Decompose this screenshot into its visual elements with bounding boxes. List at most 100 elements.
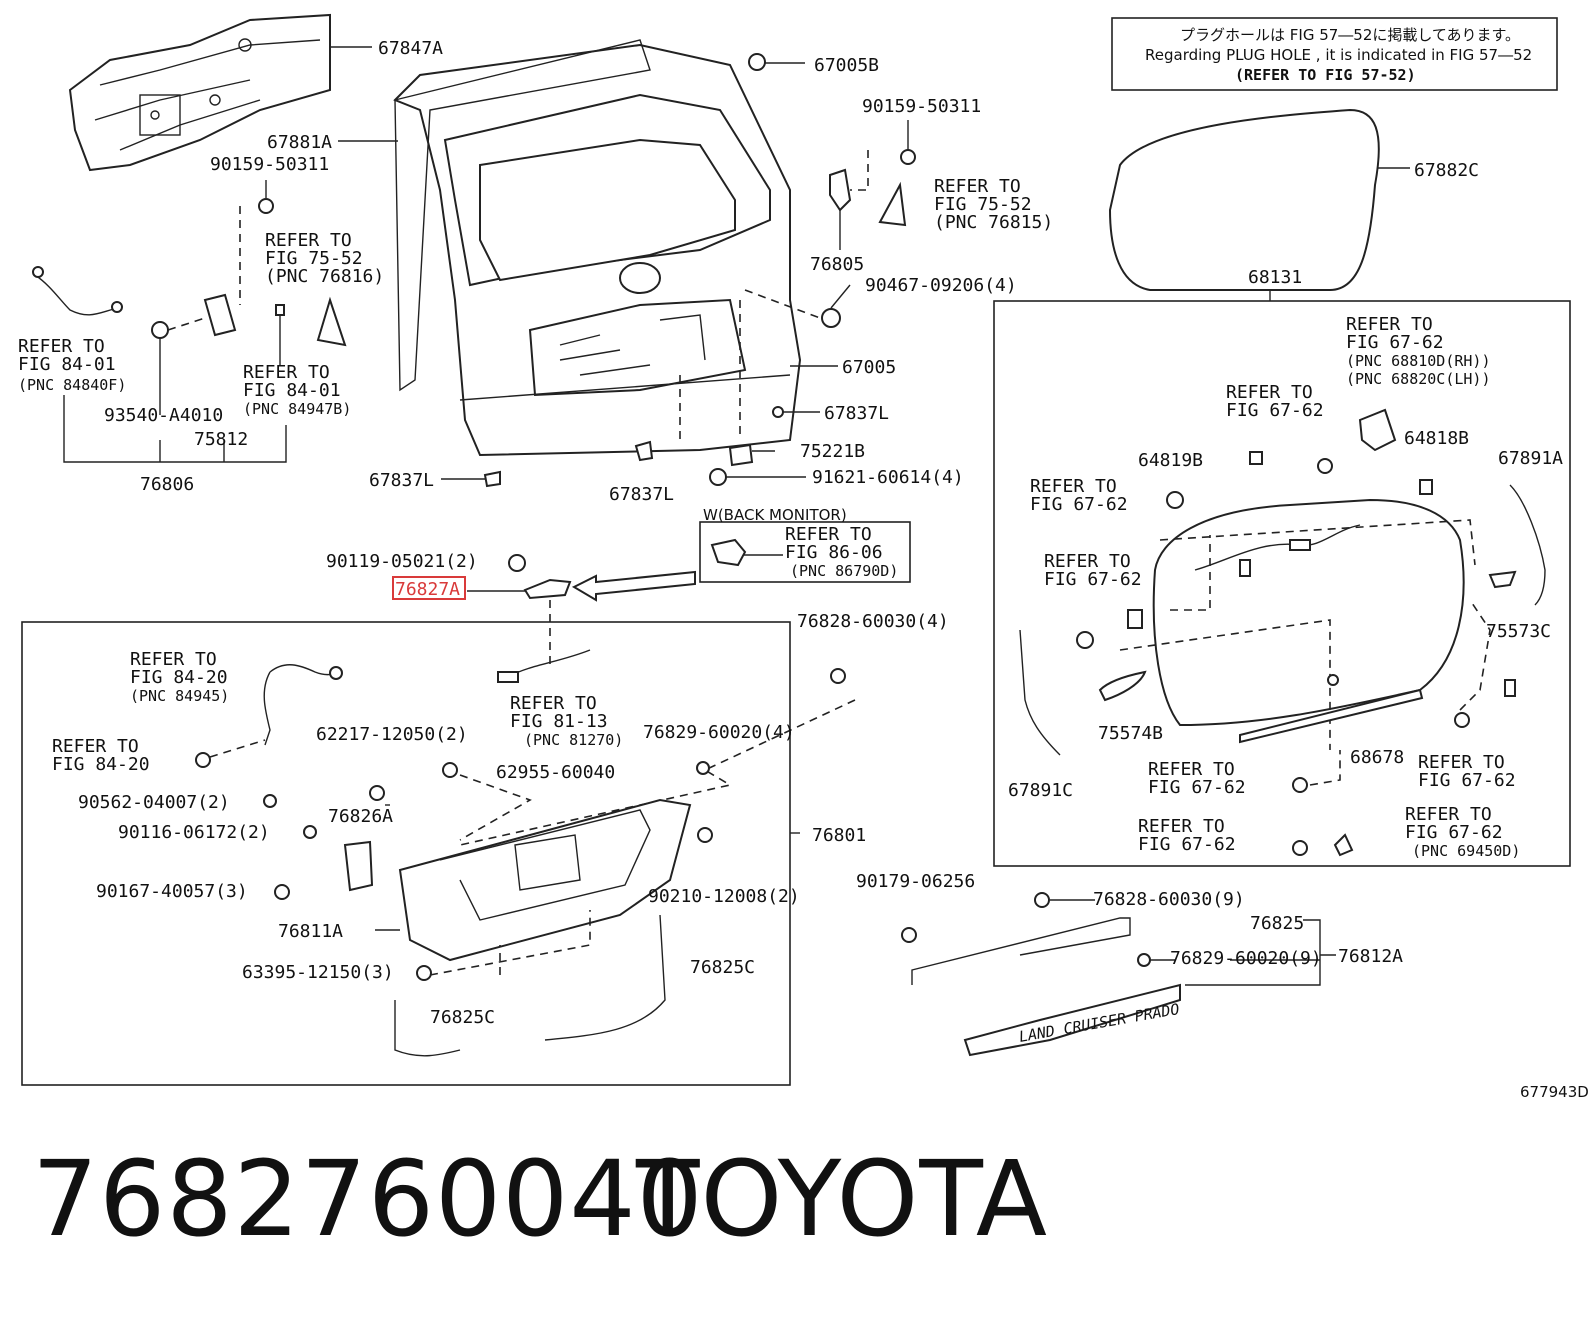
insulator-67847A-shape (68, 13, 331, 172)
label-67837L-a: 67837L (824, 403, 889, 424)
label-62217: 62217-12050(2) (316, 724, 468, 745)
label-76801: 76801 (812, 825, 866, 846)
plug-hole-note: プラグホールは FIG 57―52に掲載してあります。 Regarding PL… (1111, 17, 1558, 91)
ref-67-62-e-line2: FIG 67-62 (1148, 777, 1246, 798)
label-67891C: 67891C (1008, 780, 1073, 801)
ref-67-62-g-line1: REFER TO (1138, 816, 1225, 837)
ref-84-01-b-line1: REFER TO (243, 362, 330, 383)
label-67882C: 67882C (1414, 160, 1479, 181)
note-jp: プラグホールは FIG 57―52に掲載してあります。 (1180, 26, 1520, 44)
label-75221B: 75221B (800, 441, 865, 462)
emblem-plate-shape (963, 983, 1181, 1057)
hinge-64818B-shape (1358, 408, 1397, 452)
label-68131: 68131 (1248, 267, 1302, 288)
label-90159-left: 90159-50311 (210, 154, 329, 175)
label-90210: 90210-12008(2) (648, 886, 800, 907)
direction-arrow (571, 570, 696, 602)
ref-86-06-line3: (PNC 86790D) (790, 562, 898, 580)
ref-67-62-b-line1: REFER TO (1226, 382, 1313, 403)
ref-67-62-d-line2: FIG 67-62 (1044, 569, 1142, 590)
label-76812A: 76812A (1338, 946, 1403, 967)
label-67891A: 67891A (1498, 448, 1563, 469)
ref-67-62-d-line1: REFER TO (1044, 551, 1131, 572)
ref-67-62-a-line4: (PNC 68820C(LH)) (1346, 370, 1491, 388)
ref-75-52-b-line2: FIG 75-52 (265, 248, 363, 269)
ref-84-01-b-line2: FIG 84-01 (243, 380, 341, 401)
label-91621: 91621-60614(4) (812, 467, 964, 488)
ref-81-13-line3: (PNC 81270) (524, 731, 623, 749)
highlight-box (392, 576, 466, 600)
clip-67005B-shape (748, 53, 766, 71)
label-63395: 63395-12150(3) (242, 962, 394, 983)
label-76826A: 76826A (328, 806, 393, 827)
label-90179: 90179-06256 (856, 871, 975, 892)
label-76829-4: 76829-60020(4) (643, 722, 795, 743)
garnish-68678-shape (1239, 688, 1424, 744)
ref-84-20-a-line3: (PNC 84945) (130, 687, 229, 705)
label-90116: 90116-06172(2) (118, 822, 270, 843)
ref-67-62-h-line2: FIG 67-62 (1405, 822, 1503, 843)
ref-67-62-g-line2: FIG 67-62 (1138, 834, 1236, 855)
ref-75-52-a-line2: FIG 75-52 (934, 194, 1032, 215)
ref-84-20-b-line1: REFER TO (52, 736, 139, 757)
bracket-76805-shape (829, 168, 852, 212)
ref-75-52-a-line1: REFER TO (934, 176, 1021, 197)
label-67005: 67005 (842, 357, 896, 378)
ref-75-52-b-line3: (PNC 76816) (265, 266, 384, 287)
label-93540: 93540-A4010 (104, 405, 223, 426)
back-door-67005-shape (393, 43, 802, 457)
ref-86-06-line1: REFER TO (785, 524, 872, 545)
ref-67-62-b-line2: FIG 67-62 (1226, 400, 1324, 421)
label-90562: 90562-04007(2) (78, 792, 230, 813)
ref-84-01-b-line3: (PNC 84947B) (243, 400, 351, 418)
label-76825C-right: 76825C (690, 957, 755, 978)
label-90119: 90119-05021(2) (326, 551, 478, 572)
label-64819B: 64819B (1138, 450, 1203, 471)
bracket-75573C-shape (1488, 570, 1517, 589)
label-76811A: 76811A (278, 921, 343, 942)
handle-76827A-shape (523, 578, 572, 600)
label-76828-9: 76828-60030(9) (1093, 889, 1245, 910)
garnish-group-box (21, 621, 791, 1086)
part-labels: 67847A 67005B 67881A 90159-50311 90159-5… (78, 38, 1589, 1100)
ref-67-62-h-line3: (PNC 69450D) (1412, 842, 1520, 860)
ref-84-01-a-line1: REFER TO (18, 336, 105, 357)
garnish-76811A-shape (398, 798, 692, 962)
ref-84-01-a-line3: (PNC 84840F) (18, 376, 126, 394)
ref-67-62-h-line1: REFER TO (1405, 804, 1492, 825)
ref-75-52-b-line1: REFER TO (265, 230, 352, 251)
bracket-76826A-shape (343, 840, 374, 892)
ref-84-01-a-line2: FIG 84-01 (18, 354, 116, 375)
brand-name: TOYOTA (636, 1138, 1048, 1260)
ref-67-62-a-line2: FIG 67-62 (1346, 332, 1444, 353)
ref-67-62-e-line1: REFER TO (1148, 759, 1235, 780)
part-number: 7682760040 (32, 1138, 704, 1260)
ref-75-52-a-line3: (PNC 76815) (934, 212, 1053, 233)
bracket-75574B-shape (1098, 670, 1147, 702)
label-76827A: 76827A (395, 579, 460, 600)
label-68678: 68678 (1350, 747, 1404, 768)
ref-67-62-c-line1: REFER TO (1030, 476, 1117, 497)
ref-67-62-c-line2: FIG 67-62 (1030, 494, 1128, 515)
ref-84-20-b-line2: FIG 84-20 (52, 754, 150, 775)
label-67837L-c: 67837L (609, 484, 674, 505)
parts-diagram: プラグホールは FIG 57―52に掲載してあります。 Regarding PL… (18, 13, 1589, 1100)
back-glass-68131-shape (1152, 498, 1465, 727)
label-67005B: 67005B (814, 55, 879, 76)
weatherstrip-67881A-shape (394, 39, 651, 392)
note-ref: (REFER TO FIG 57-52) (1235, 66, 1416, 84)
label-76806: 76806 (140, 474, 194, 495)
ref-67-62-f-line1: REFER TO (1418, 752, 1505, 773)
label-76805: 76805 (810, 254, 864, 275)
reference-notes: REFER TO FIG 75-52 (PNC 76815) REFER TO … (18, 176, 1520, 860)
ref-67-62-f-line2: FIG 67-62 (1418, 770, 1516, 791)
weatherstrip-67882C-shape (1108, 108, 1380, 291)
glass-group-box (993, 300, 1571, 867)
label-75574B: 75574B (1098, 723, 1163, 744)
label-75812: 75812 (194, 429, 248, 450)
ref-67-62-a-line3: (PNC 68810D(RH)) (1346, 352, 1491, 370)
back-monitor-box (699, 521, 911, 583)
label-76825: 76825 (1250, 913, 1304, 934)
label-64818B: 64818B (1404, 428, 1469, 449)
label-62955: 62955-60040 (496, 762, 615, 783)
